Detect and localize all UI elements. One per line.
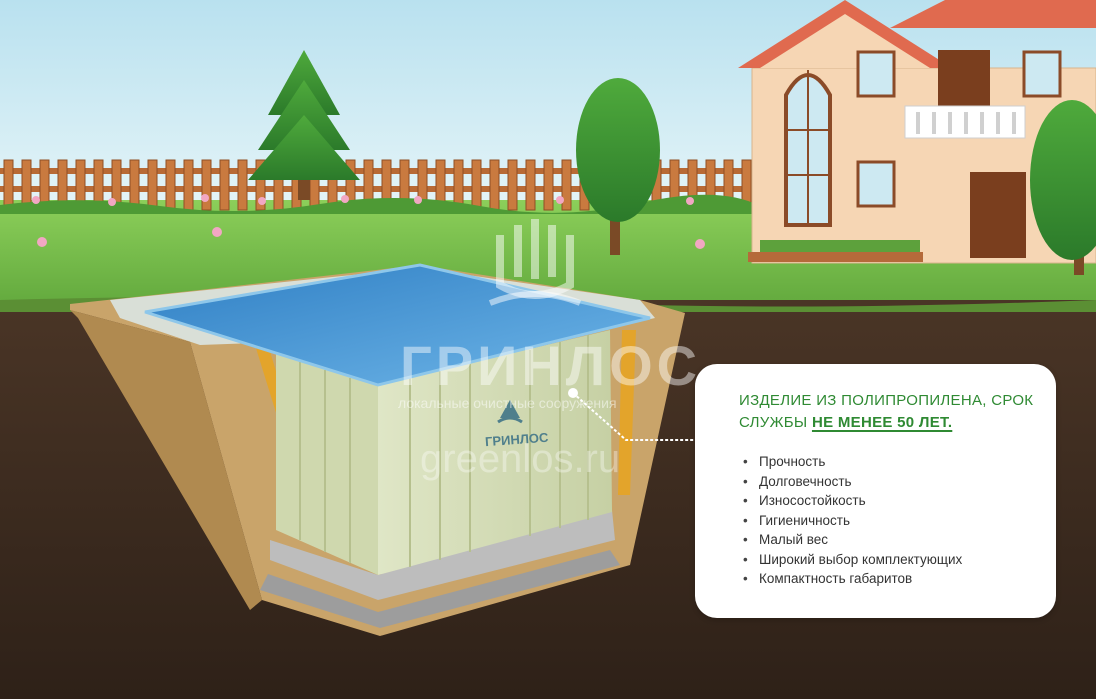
feature-item: Широкий выбор комплектующих <box>741 550 962 570</box>
wooden-fence <box>0 159 760 214</box>
house <box>738 0 1096 264</box>
feature-item: Прочность <box>741 452 962 472</box>
card-title: ИЗДЕЛИЕ ИЗ ПОЛИПРОПИЛЕНА, СРОК СЛУЖБЫ НЕ… <box>739 390 1039 434</box>
feature-item: Малый вес <box>741 530 962 550</box>
deciduous-tree <box>576 78 660 255</box>
feature-item: Долговечность <box>741 472 962 492</box>
feature-item: Компактность габаритов <box>741 569 962 589</box>
right-tree <box>1030 100 1096 275</box>
callout-pointer <box>568 388 695 441</box>
pine-tree <box>248 50 360 200</box>
info-card: ИЗДЕЛИЕ ИЗ ПОЛИПРОПИЛЕНА, СРОК СЛУЖБЫ НЕ… <box>695 364 1056 618</box>
feature-item: Гигиеничность <box>741 511 962 531</box>
card-title-highlight: НЕ МЕНЕЕ 50 ЛЕТ. <box>811 414 953 431</box>
card-title-prefix: ИЗДЕЛИЕ ИЗ ПОЛИПРОПИЛЕНА, СРОК СЛУЖБЫ <box>739 392 1034 431</box>
features-list: Прочность Долговечность Износостойкость … <box>741 452 962 589</box>
feature-item: Износостойкость <box>741 491 962 511</box>
